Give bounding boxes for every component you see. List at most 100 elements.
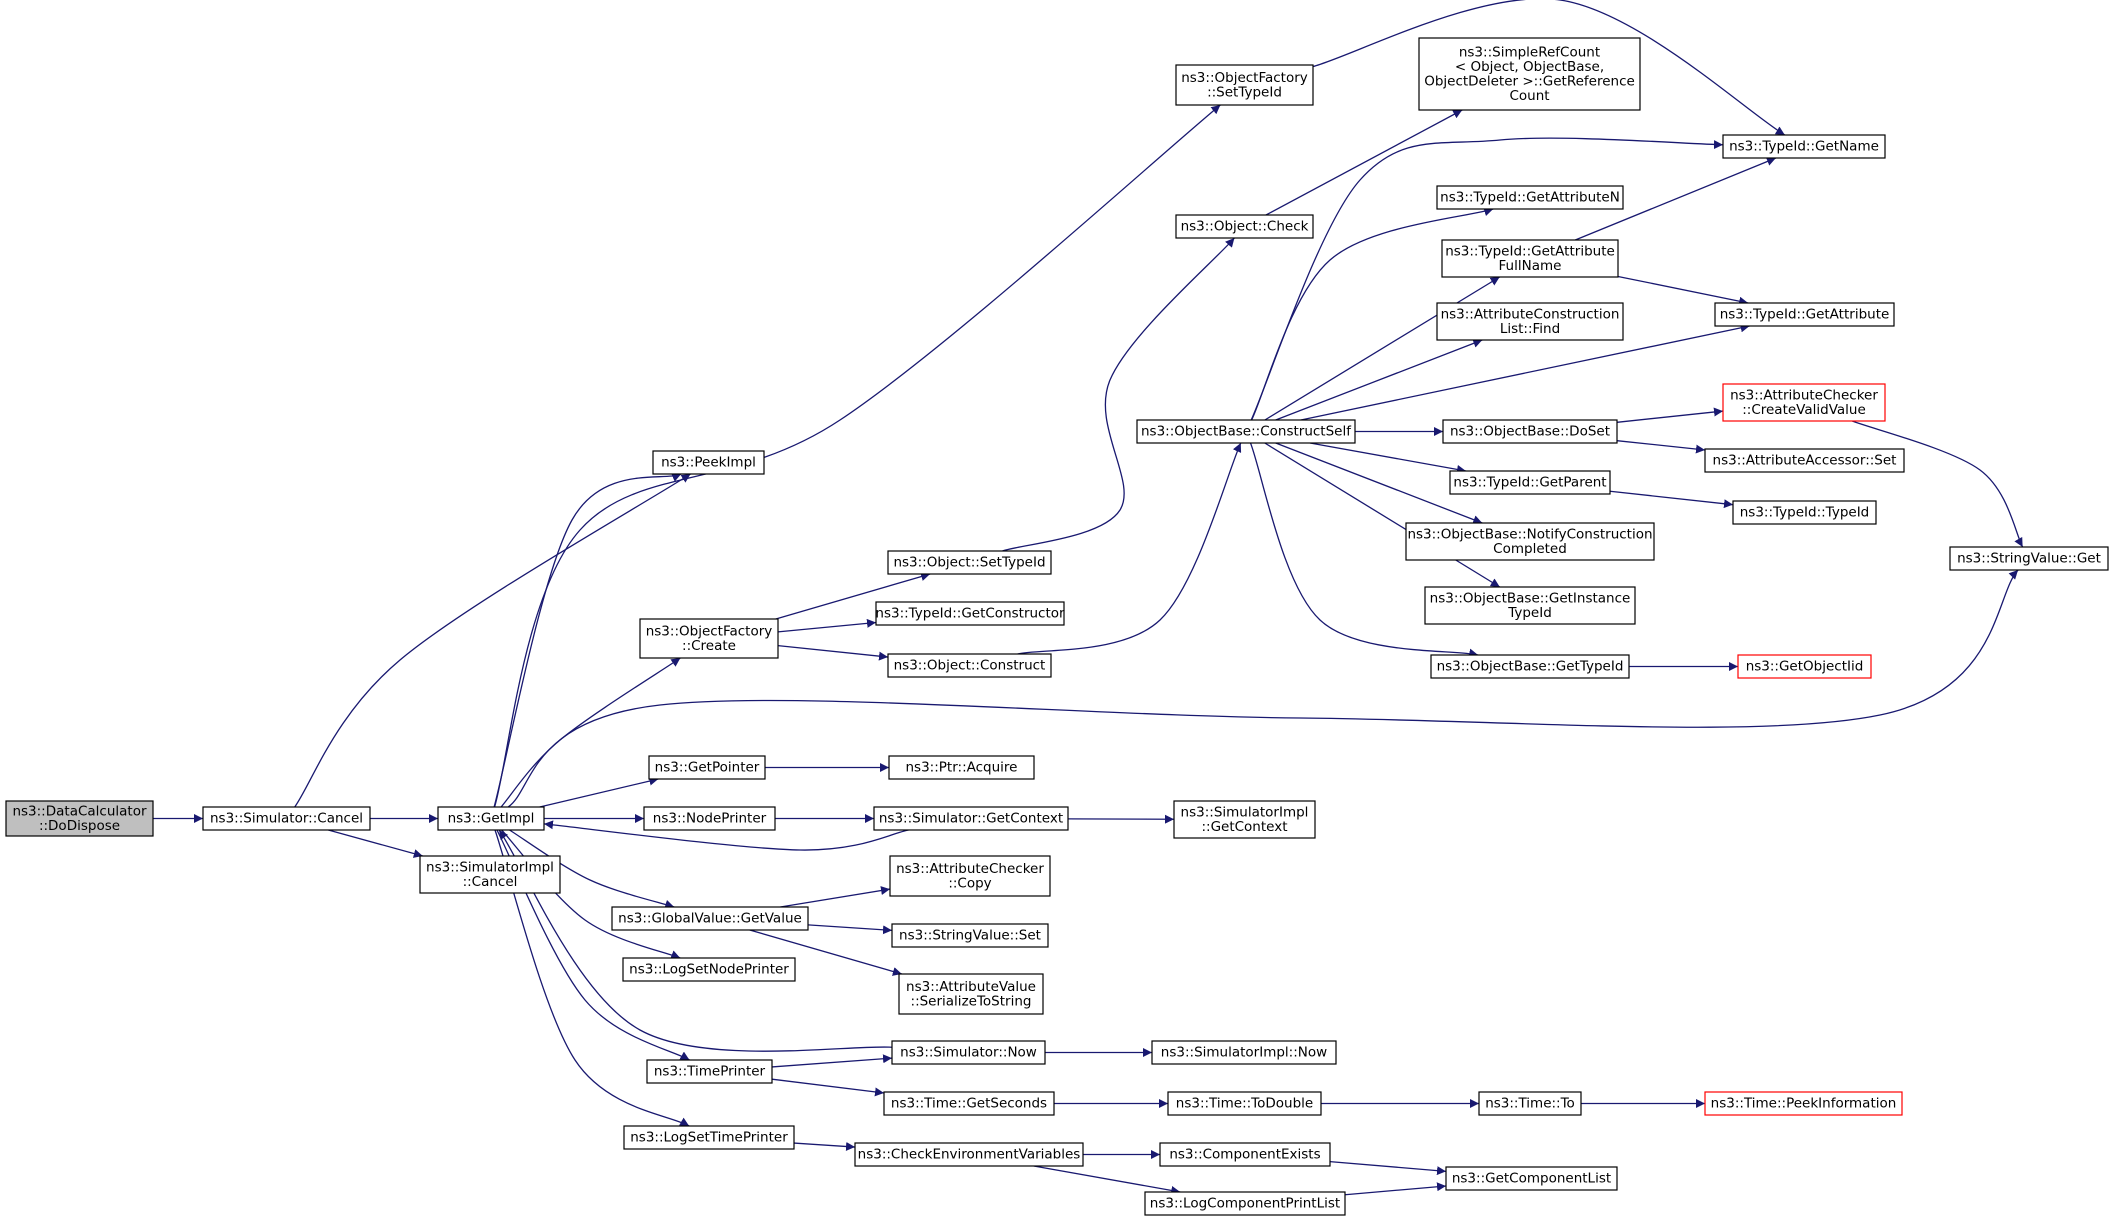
node-box — [883, 1091, 1055, 1116]
node-label: ns3::PeekImpl — [661, 455, 756, 471]
node-label: Count — [1509, 88, 1549, 104]
node-time_to[interactable]: ns3::Time::To — [1478, 1091, 1582, 1116]
node-box — [887, 550, 1052, 575]
node-typeid_getname[interactable]: ns3::TypeId::GetName — [1722, 134, 1886, 159]
node-label: ns3::Time::GetSeconds — [891, 1096, 1047, 1112]
node-box — [1418, 37, 1641, 111]
edge-object_settypeid-to-object_check — [1002, 237, 1235, 552]
node-typeid_getattribute[interactable]: ns3::TypeId::GetAttribute — [1714, 302, 1895, 327]
node-logsettimeprinter[interactable]: ns3::LogSetTimePrinter — [623, 1125, 795, 1150]
node-label: ::CreateValidValue — [1742, 402, 1866, 418]
edge-objbase_doset-to-attraccessor_set — [1616, 440, 1706, 454]
edge-object_construct-to-objbase_constructself — [1017, 442, 1242, 655]
node-box — [887, 653, 1052, 678]
node-timeprinter[interactable]: ns3::TimePrinter — [646, 1059, 773, 1084]
node-attrchecker_createvalidvalue[interactable]: ns3::AttributeChecker::CreateValidValue — [1722, 383, 1886, 422]
node-stringvalue_set[interactable]: ns3::StringValue::Set — [891, 923, 1049, 948]
node-label: ns3::TypeId::GetAttributeN — [1440, 190, 1620, 206]
node-ptr_acquire[interactable]: ns3::Ptr::Acquire — [888, 755, 1035, 780]
node-getcomponentlist[interactable]: ns3::GetComponentList — [1445, 1166, 1618, 1191]
node-label: ns3::AttributeChecker — [896, 861, 1044, 877]
node-objbase_doset[interactable]: ns3::ObjectBase::DoSet — [1442, 419, 1618, 444]
node-attrchecker_copy[interactable]: ns3::AttributeChecker::Copy — [889, 855, 1051, 897]
node-object_construct[interactable]: ns3::Object::Construct — [887, 653, 1052, 678]
call-edges — [153, 0, 2024, 1196]
node-label: < Object, ObjectBase, — [1455, 59, 1604, 75]
edge-objbase_doset-to-attrchecker_createvalidvalue — [1616, 407, 1724, 423]
node-box — [1175, 214, 1314, 239]
node-label: ns3::Simulator::Cancel — [210, 811, 363, 827]
node-nodeprinter[interactable]: ns3::NodePrinter — [643, 806, 776, 831]
node-simulator_cancel[interactable]: ns3::Simulator::Cancel — [202, 806, 371, 831]
node-objfactory_create[interactable]: ns3::ObjectFactory::Create — [639, 618, 779, 659]
node-objfactory_settypeid[interactable]: ns3::ObjectFactory::SetTypeId — [1175, 64, 1314, 106]
node-label: ObjectDeleter >::GetReference — [1424, 73, 1635, 89]
node-box — [1436, 185, 1624, 210]
node-label: ::SetTypeId — [1207, 84, 1282, 100]
node-label: ns3::AttributeChecker — [1730, 387, 1878, 403]
node-box — [623, 1125, 795, 1150]
node-simulator_getcontext[interactable]: ns3::Simulator::GetContext — [873, 806, 1069, 831]
node-typeid_getparent[interactable]: ns3::TypeId::GetParent — [1449, 470, 1611, 495]
node-box — [202, 806, 371, 831]
node-simulator_now[interactable]: ns3::Simulator::Now — [891, 1040, 1046, 1065]
node-objbase_gettypeid[interactable]: ns3::ObjectBase::GetTypeId — [1430, 654, 1630, 679]
node-object_check[interactable]: ns3::Object::Check — [1175, 214, 1314, 239]
node-globalvalue_getvalue[interactable]: ns3::GlobalValue::GetValue — [611, 906, 809, 931]
edge-getimpl-to-peekimpl — [493, 473, 682, 808]
node-box — [891, 923, 1049, 948]
node-box — [652, 450, 765, 475]
node-time_peekinformation[interactable]: ns3::Time::PeekInformation — [1704, 1091, 1903, 1116]
edge-logcomponentprintlist-to-getcomponentlist — [1344, 1182, 1447, 1196]
node-getimpl[interactable]: ns3::GetImpl — [437, 806, 545, 831]
node-simplerefcount[interactable]: ns3::SimpleRefCount< Object, ObjectBase,… — [1418, 37, 1641, 111]
node-attraccessor_set[interactable]: ns3::AttributeAccessor::Set — [1704, 448, 1905, 473]
node-label: ns3::TimePrinter — [654, 1064, 766, 1080]
node-simimpl_cancel[interactable]: ns3::SimulatorImpl::Cancel — [419, 855, 561, 894]
node-label: ns3::ComponentExists — [1169, 1147, 1320, 1163]
node-logcomponentprintlist[interactable]: ns3::LogComponentPrintList — [1144, 1191, 1346, 1216]
node-box — [1704, 448, 1905, 473]
edge-objbase_constructself-to-typeid_getattributefullname — [1264, 276, 1500, 421]
node-box — [1151, 1040, 1337, 1065]
node-simimpl_now[interactable]: ns3::SimulatorImpl::Now — [1151, 1040, 1337, 1065]
node-stringvalue_get[interactable]: ns3::StringValue::Get — [1949, 546, 2109, 571]
node-getpointer[interactable]: ns3::GetPointer — [648, 755, 766, 780]
edge-objbase_constructself-to-typeid_getparent — [1309, 442, 1467, 474]
node-label: ns3::ObjectBase::GetInstance — [1430, 590, 1631, 606]
node-box — [1405, 522, 1655, 561]
node-label: ns3::GetPointer — [655, 760, 760, 776]
node-box — [611, 906, 809, 931]
node-box — [891, 1040, 1046, 1065]
node-typeid_getconstructor[interactable]: ns3::TypeId::GetConstructor — [875, 601, 1065, 626]
node-time_getseconds[interactable]: ns3::Time::GetSeconds — [883, 1091, 1055, 1116]
node-objbase_notify[interactable]: ns3::ObjectBase::NotifyConstructionCompl… — [1405, 522, 1655, 561]
node-label: ns3::Simulator::Now — [900, 1045, 1037, 1061]
node-getobjectiid[interactable]: ns3::GetObjectIid — [1737, 654, 1872, 679]
node-label: ns3::Object::Check — [1181, 219, 1309, 235]
node-objbase_constructself[interactable]: ns3::ObjectBase::ConstructSelf — [1136, 419, 1356, 444]
node-checkenv[interactable]: ns3::CheckEnvironmentVariables — [854, 1142, 1084, 1167]
node-label: ::Copy — [948, 875, 991, 891]
node-datacalc_dodispose[interactable]: ns3::DataCalculator::DoDispose — [5, 800, 154, 837]
node-typeid_typeid[interactable]: ns3::TypeId::TypeId — [1732, 500, 1877, 525]
node-box — [873, 806, 1069, 831]
node-box — [854, 1142, 1084, 1167]
node-componentexists[interactable]: ns3::ComponentExists — [1159, 1142, 1331, 1167]
edge-getimpl-to-globalvalue_getvalue — [509, 829, 675, 909]
node-logsetnodeprinter[interactable]: ns3::LogSetNodePrinter — [622, 957, 796, 982]
node-typeid_getattributen[interactable]: ns3::TypeId::GetAttributeN — [1436, 185, 1624, 210]
node-label: ns3::AttributeConstruction — [1441, 306, 1620, 322]
node-box — [1436, 302, 1624, 341]
node-peekimpl[interactable]: ns3::PeekImpl — [652, 450, 765, 475]
node-object_settypeid[interactable]: ns3::Object::SetTypeId — [887, 550, 1052, 575]
node-label: ns3::TypeId::GetAttribute — [1445, 243, 1615, 259]
node-simimpl_getcontext[interactable]: ns3::SimulatorImpl::GetContext — [1173, 800, 1316, 839]
node-time_todouble[interactable]: ns3::Time::ToDouble — [1167, 1091, 1322, 1116]
edge-objbase_constructself-to-typeid_getattributen — [1251, 207, 1494, 421]
node-attrvalue_serialize[interactable]: ns3::AttributeValue::SerializeToString — [898, 973, 1044, 1015]
node-box — [639, 618, 779, 659]
